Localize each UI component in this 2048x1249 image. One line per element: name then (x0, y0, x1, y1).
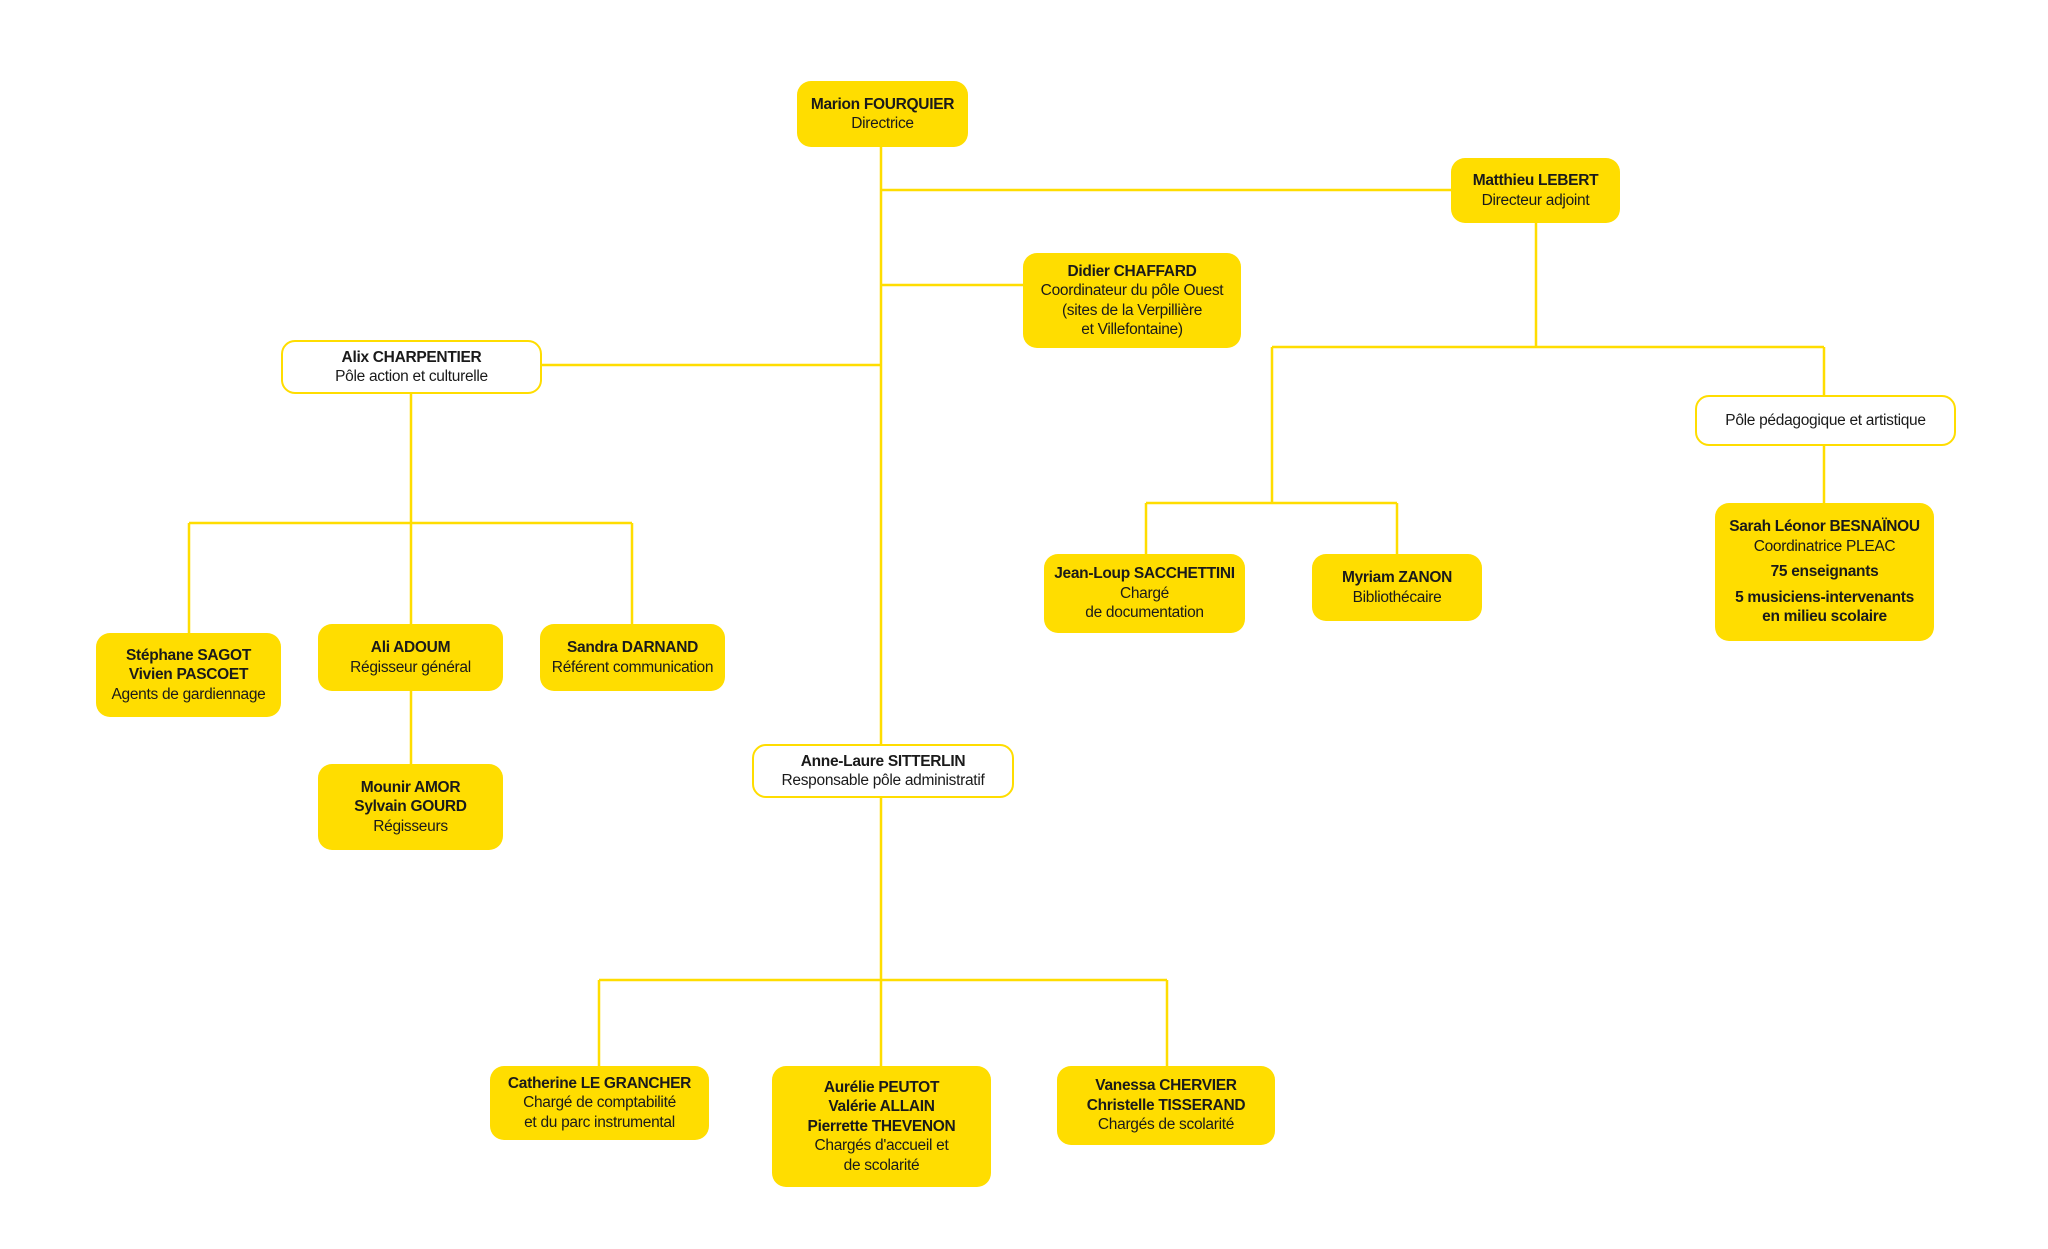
node-role: Chargés d'accueil et (814, 1137, 949, 1155)
node-reception: Aurélie PEUTOT Valérie ALLAIN Pierrette … (772, 1066, 991, 1187)
node-name: Valérie ALLAIN (828, 1098, 935, 1116)
node-name: Marion FOURQUIER (810, 95, 955, 113)
node-role: Chargés de scolarité (1097, 1116, 1235, 1134)
node-role: de scolarité (843, 1156, 920, 1174)
node-west-coordinator: Didier CHAFFARD Coordinateur du pôle Oue… (1023, 253, 1241, 348)
node-name: Mounir AMOR (360, 778, 461, 796)
node-director: Marion FOURQUIER Directrice (797, 81, 968, 147)
node-role: Agents de gardiennage (111, 685, 266, 703)
node-accounting: Catherine LE GRANCHER Chargé de comptabi… (490, 1066, 709, 1140)
node-name: Stéphane SAGOT (126, 646, 251, 664)
node-role: Coordinatrice PLEAC (1753, 537, 1896, 555)
node-name: Aurélie PEUTOT (823, 1078, 940, 1096)
node-security-agents: Stéphane SAGOT Vivien PASCOET Agents de … (96, 633, 281, 717)
node-role: Coordinateur du pôle Ouest (1040, 282, 1224, 299)
node-name: Sarah Léonor BESNAÏNOU (1729, 518, 1920, 536)
node-stage-managers: Mounir AMOR Sylvain GOURD Régisseurs (318, 764, 503, 850)
node-count: en milieu scolaire (1762, 608, 1887, 626)
node-librarian: Myriam ZANON Bibliothécaire (1312, 554, 1482, 621)
node-pedagogic-pole: Pôle pédagogique et artistique (1695, 395, 1956, 446)
node-name: Vanessa CHERVIER (1095, 1077, 1237, 1095)
node-role: et Villefontaine) (1081, 321, 1183, 338)
node-name: Ali ADOUM (370, 639, 451, 656)
node-name: Alix CHARPENTIER (341, 348, 482, 366)
node-name: Christelle TISSERAND (1086, 1096, 1246, 1114)
node-pleac-coordinator: Sarah Léonor BESNAÏNOU Coordinatrice PLE… (1715, 503, 1934, 641)
node-name: Sylvain GOURD (354, 798, 467, 816)
node-role: de documentation (1085, 604, 1204, 622)
node-documentation: Jean-Loup SACCHETTINI Chargé de document… (1044, 554, 1245, 633)
node-role: Régisseur général (350, 658, 471, 676)
node-role: et du parc instrumental (524, 1113, 675, 1131)
node-role: Directeur adjoint (1481, 191, 1590, 209)
node-role: Pôle action et culturelle (335, 368, 488, 385)
node-cultural-pole: Alix CHARPENTIER Pôle action et culturel… (281, 340, 542, 394)
node-role: Directrice (851, 115, 914, 132)
node-role: Chargé de comptabilité (523, 1094, 676, 1112)
node-role: Chargé (1119, 584, 1170, 602)
node-role: Pôle pédagogique et artistique (1725, 411, 1926, 429)
node-admin-pole: Anne-Laure SITTERLIN Responsable pôle ad… (752, 744, 1014, 798)
node-communication: Sandra DARNAND Référent communication (540, 624, 725, 691)
node-name: Pierrette THEVENON (807, 1117, 956, 1135)
node-count: 5 musiciens-intervenants (1735, 588, 1914, 606)
node-name: Jean-Loup SACCHETTINI (1054, 565, 1235, 583)
node-role: Responsable pôle administratif (781, 772, 985, 789)
node-name: Didier CHAFFARD (1067, 262, 1197, 280)
node-role: Référent communication (551, 658, 714, 676)
node-role: Régisseurs (373, 817, 448, 835)
node-name: Sandra DARNAND (566, 639, 698, 656)
node-name: Myriam ZANON (1341, 569, 1453, 586)
node-name: Vivien PASCOET (128, 666, 249, 684)
node-schooling: Vanessa CHERVIER Christelle TISSERAND Ch… (1057, 1066, 1275, 1145)
node-deputy-director: Matthieu LEBERT Directeur adjoint (1451, 158, 1620, 223)
node-role: Bibliothécaire (1352, 588, 1442, 606)
node-role: (sites de la Verpillière (1061, 301, 1203, 319)
node-count: 75 enseignants (1770, 563, 1879, 581)
node-general-manager: Ali ADOUM Régisseur général (318, 624, 503, 691)
node-name: Catherine LE GRANCHER (507, 1074, 692, 1092)
node-name: Matthieu LEBERT (1472, 172, 1599, 189)
node-name: Anne-Laure SITTERLIN (800, 752, 966, 770)
